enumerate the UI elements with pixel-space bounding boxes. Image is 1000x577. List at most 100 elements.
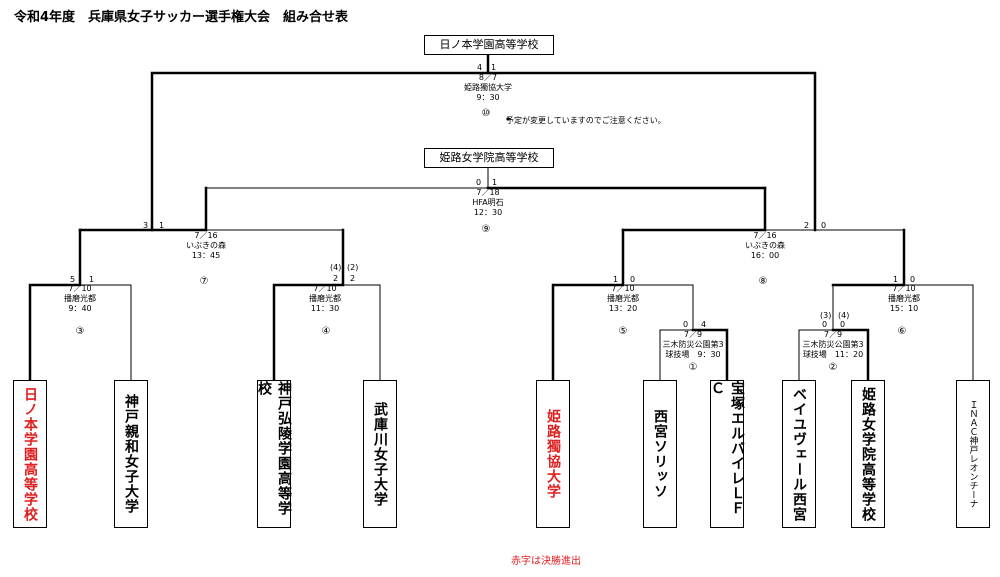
team-name: 日ノ本学園高等学校	[22, 386, 38, 522]
match-venue-m5: 播磨光都	[607, 294, 639, 303]
match-number-m3: ③	[75, 326, 85, 337]
bracket-line-m2-win	[831, 328, 870, 382]
score-m9-left: 0	[476, 178, 482, 187]
pk-m4-right: (2)	[347, 263, 359, 272]
score-m7-right: 1	[159, 221, 165, 230]
score-m3-right: 1	[89, 275, 95, 284]
score-m10-right: 1	[491, 63, 497, 72]
match-number-m6: ⑥	[897, 326, 907, 337]
score-m2-left: 0	[822, 320, 828, 329]
bracket-line-m4-win	[272, 228, 345, 382]
match-info-m6: 7／10 播磨光都 15：10	[888, 284, 920, 314]
team-box-6: 西宮ソリッソ	[643, 380, 677, 528]
match-date-m9: 7／18	[476, 188, 500, 197]
match-info-m8: 7／16 いぶきの森 16：00	[745, 231, 785, 261]
match-time-m5: 13：20	[608, 304, 638, 313]
team-box-7: 宝塚エルバイレＬＦＣ	[709, 380, 745, 528]
bracket-line-m1-win	[691, 328, 729, 382]
match-info-m4: 7／10 播磨光都 11：30	[309, 284, 341, 314]
match-venue-m1: 三木防災公園第3	[662, 340, 724, 349]
match-time-m6: 15：10	[889, 304, 919, 313]
match-venue-m3: 播磨光都	[64, 294, 96, 303]
match-date-m1: 7／9	[683, 330, 703, 339]
team-name: ＩＮＡＣ神戸レオンチーナ	[967, 400, 978, 508]
match-number-m1: ①	[688, 362, 698, 373]
team-name: 西宮ソリッソ	[652, 409, 668, 499]
match-number-m8: ⑧	[758, 276, 768, 287]
score-m1-left: 0	[683, 320, 689, 329]
bracket-line-m1	[659, 284, 694, 381]
match-date-m3: 7／10	[68, 284, 92, 293]
bracket-line-m3	[79, 284, 132, 381]
team-name: 神戸親和女子大学	[123, 394, 139, 514]
score-m3-left: 5	[70, 275, 76, 284]
bracket-line-m10-win	[150, 52, 490, 232]
page-title: 令和4年度 兵庫県女子サッカー選手権大会 組み合せ表	[14, 10, 349, 25]
bracket-line-m9	[205, 167, 489, 189]
team-box-2: 神戸親和女子大学	[114, 380, 148, 528]
team-box-5: 姫路獨協大学	[536, 380, 570, 528]
score-m6-left: 1	[893, 275, 899, 284]
match-date-m4: 7／10	[313, 284, 337, 293]
match-date-m2: 7／9	[823, 330, 843, 339]
match-number-m5: ⑤	[618, 326, 628, 337]
match-venue-m2: 三木防災公園第3	[802, 340, 864, 349]
bracket-line-m8-win	[621, 186, 767, 232]
score-m7-left: 3	[143, 221, 149, 230]
match-info-m7: 7／16 いぶきの森 13：45	[186, 231, 226, 261]
match-time-m10: 9：30	[476, 93, 500, 102]
bracket-line-m5-win	[551, 228, 625, 382]
team-box-1: 日ノ本学園高等学校	[13, 380, 47, 528]
score-m8-left: 2	[804, 221, 810, 230]
team-box-10: ＩＮＡＣ神戸レオンチーナ	[956, 380, 990, 528]
match-time-m4: 11：30	[310, 304, 340, 313]
legend-note: 赤字は決勝進出	[511, 556, 581, 567]
pk-m2-left: (3)	[820, 311, 832, 320]
bracket-line-m10	[486, 71, 817, 232]
team-box-8: ベイユヴェール西宮	[782, 380, 816, 528]
match-time-m9: 12：30	[473, 208, 503, 217]
match-info-m3: 7／10 播磨光都 9：40	[64, 284, 96, 314]
match-number-m4: ④	[321, 326, 331, 337]
match-number-m2: ②	[828, 362, 838, 373]
match-date-m5: 7／10	[611, 284, 635, 293]
match-number-m7: ⑦	[199, 276, 209, 287]
match-info-m2: 7／9 三木防災公園第3 球技場 11：20	[802, 330, 863, 360]
score-m9-right: 1	[492, 178, 498, 187]
match-date-m6: 7／10	[892, 284, 916, 293]
match-time-m3: 9：40	[68, 304, 92, 313]
pk-m2-right: (4)	[838, 311, 850, 320]
bracket-line-m3-win	[28, 228, 82, 382]
runner-box: 姫路女学院高等学校	[424, 148, 554, 168]
score-m5-right: 0	[630, 275, 636, 284]
pk-m4-left: (4)	[330, 263, 342, 272]
score-m1-right: 4	[701, 320, 707, 329]
match-number-m10: ⑩	[481, 108, 491, 119]
match-date-m8: 7／16	[753, 231, 777, 240]
match-venue-m4: 播磨光都	[309, 294, 341, 303]
bracket-line-m2	[798, 284, 834, 381]
score-m4-left: 2	[333, 274, 339, 283]
team-name: 宝塚エルバイレＬＦＣ	[709, 381, 745, 516]
score-m4-right: 2	[350, 274, 356, 283]
team-box-9: 姫路女学院高等学校	[851, 380, 885, 528]
match-venue-m7: いぶきの森	[186, 241, 226, 250]
score-m5-left: 1	[613, 275, 619, 284]
note-bullet	[506, 117, 510, 121]
schedule-note: 予定が変更していますのでご注意ください。	[506, 116, 666, 125]
match-info-m10: 8／7 姫路獨協大学 9：30	[464, 73, 512, 103]
match-info-m9: 7／18 HFA明石 12：30	[472, 188, 503, 218]
score-m2-right: 0	[840, 320, 846, 329]
match-venue2-m2: 球技場 11：20	[802, 350, 864, 359]
team-name: 姫路獨協大学	[545, 409, 561, 499]
match-venue-m8: いぶきの森	[745, 241, 785, 250]
team-name: ベイユヴェール西宮	[791, 386, 807, 522]
team-name: 武庫川女子大学	[372, 401, 388, 507]
match-number-m9: ⑨	[481, 224, 491, 235]
match-time-m7: 13：45	[191, 251, 221, 260]
team-name: 神戸弘陵学園高等学校	[256, 381, 292, 516]
match-date-m7: 7／16	[194, 231, 218, 240]
match-info-m1: 7／9 三木防災公園第3 球技場 9：30	[662, 330, 723, 360]
match-venue-m6: 播磨光都	[888, 294, 920, 303]
